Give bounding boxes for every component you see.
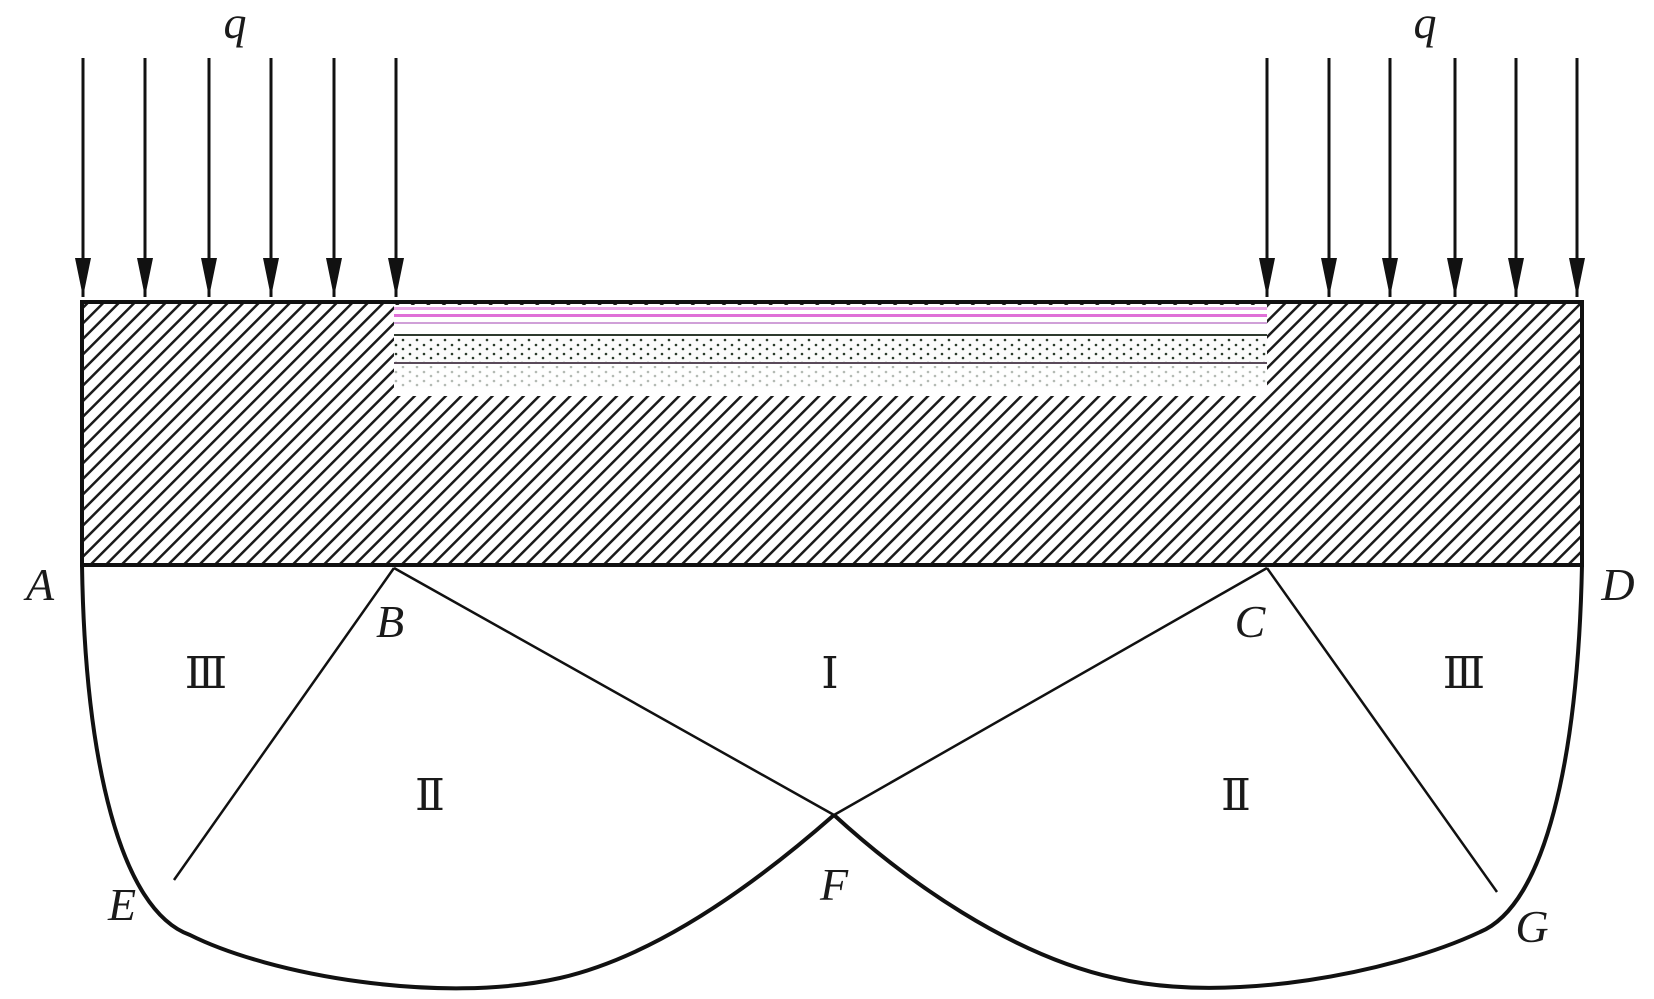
line-c-f: [833, 566, 1268, 817]
point-label-d: D: [1600, 559, 1634, 610]
right-plastic-boundary: [832, 564, 1584, 990]
arrow-head: [75, 258, 91, 297]
coal-seam: [394, 305, 1267, 396]
zone-label-2-left: Ⅱ: [415, 771, 445, 820]
zone-label-1: Ⅰ: [821, 649, 838, 698]
point-label-g: G: [1515, 901, 1548, 952]
right-distributed-load: [1259, 58, 1585, 297]
point-label-a: A: [23, 559, 55, 610]
arrow-head: [1259, 258, 1275, 297]
arrow-head: [1569, 258, 1585, 297]
line-c-g: [1265, 567, 1499, 893]
arrow-head: [201, 258, 217, 297]
left-plastic-boundary: [80, 564, 836, 991]
line-b-f: [393, 566, 835, 817]
point-label-e: E: [107, 879, 136, 930]
zone-label-2-right: Ⅱ: [1221, 771, 1251, 820]
arrow-head: [137, 258, 153, 297]
arrow-head: [263, 258, 279, 297]
line-b-e: [172, 567, 396, 881]
arrow-head: [1321, 258, 1337, 297]
point-label-f: F: [819, 859, 849, 910]
block-outline: [80, 300, 1584, 567]
load-label-right: q: [1414, 0, 1437, 48]
load-label-left: q: [224, 0, 247, 48]
point-label-c: C: [1235, 596, 1267, 647]
zone-label-3-right: Ⅲ: [1443, 649, 1485, 698]
arrow-head: [1447, 258, 1463, 297]
zone-label-3-left: Ⅲ: [185, 649, 227, 698]
arrow-head: [1508, 258, 1524, 297]
arrow-head: [388, 258, 404, 297]
arrow-head: [326, 258, 342, 297]
left-distributed-load: [75, 58, 404, 297]
arrow-head: [1382, 258, 1398, 297]
point-label-b: B: [376, 596, 404, 647]
